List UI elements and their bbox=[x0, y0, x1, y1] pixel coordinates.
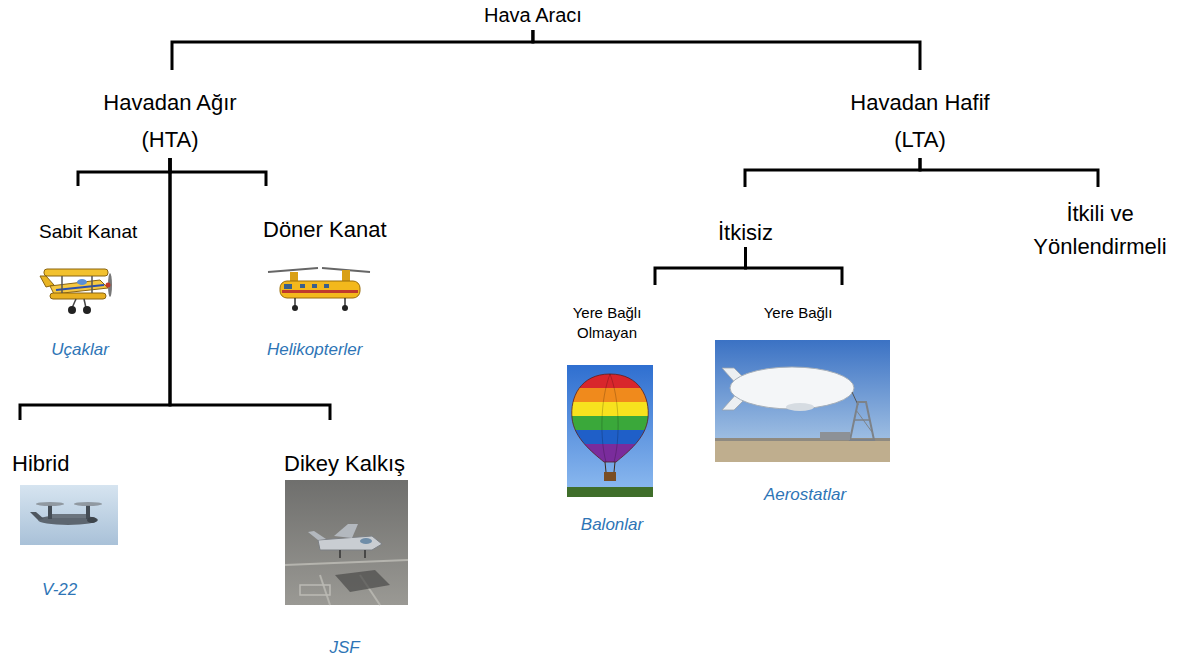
category-node: Döner KanatHelikopterler bbox=[263, 186, 387, 361]
category-node: Havadan Hafif (LTA) bbox=[835, 70, 1005, 158]
category-label: Hava Aracı bbox=[484, 2, 582, 28]
tree-connector bbox=[655, 247, 746, 285]
example-caption: Uçaklar bbox=[31, 339, 129, 361]
tree-connector bbox=[78, 158, 170, 186]
category-node: İtkisiz bbox=[718, 187, 773, 247]
category-label: Yere Bağlı bbox=[748, 303, 848, 323]
example-caption: Aerostatlar bbox=[755, 484, 855, 506]
example-caption: V-22 bbox=[42, 579, 99, 601]
jsf-photo bbox=[285, 480, 408, 605]
category-label: Havadan Ağır (HTA) bbox=[85, 84, 255, 158]
category-node: Yere Bağlı OlmayanBalonlar bbox=[557, 285, 657, 536]
category-label: Havadan Hafif (LTA) bbox=[835, 84, 1005, 158]
category-node: Hava Aracı bbox=[484, 2, 582, 30]
tree-connector bbox=[172, 30, 533, 70]
category-label: Sabit Kanat bbox=[39, 220, 137, 244]
category-node: Dikey KalkışJSF bbox=[284, 420, 405, 659]
category-label: İtkili ve Yönlendirmeli bbox=[1015, 197, 1185, 263]
helicopter-illustration bbox=[268, 268, 370, 311]
tree-connector bbox=[745, 158, 920, 187]
tree-connector bbox=[533, 30, 920, 70]
category-label: Yere Bağlı Olmayan bbox=[557, 303, 657, 343]
category-label: Dikey Kalkış bbox=[284, 450, 405, 478]
aerostat-photo bbox=[715, 340, 890, 462]
example-caption: JSF bbox=[284, 637, 405, 659]
category-label: Hibrid bbox=[12, 450, 69, 478]
example-caption: Helikopterler bbox=[253, 339, 377, 361]
category-node: İtkili ve Yönlendirmeli bbox=[1015, 187, 1185, 263]
biplane-illustration bbox=[40, 269, 112, 314]
category-label: Döner Kanat bbox=[263, 216, 387, 244]
tree-connector bbox=[170, 158, 330, 420]
tree-connector bbox=[170, 158, 266, 186]
v22-photo bbox=[20, 485, 118, 545]
category-node: Havadan Ağır (HTA) bbox=[85, 70, 255, 158]
tree-connector bbox=[746, 247, 843, 285]
tree-connector bbox=[920, 158, 1098, 187]
tree-connector bbox=[20, 158, 170, 420]
category-node: HibridV-22 bbox=[12, 420, 69, 601]
balloon-photo bbox=[567, 365, 653, 497]
category-node: Sabit KanatUçaklar bbox=[39, 186, 137, 361]
category-label: İtkisiz bbox=[718, 219, 773, 247]
category-node: Yere BağlıAerostatlar bbox=[748, 285, 848, 506]
example-caption: Balonlar bbox=[562, 514, 662, 536]
